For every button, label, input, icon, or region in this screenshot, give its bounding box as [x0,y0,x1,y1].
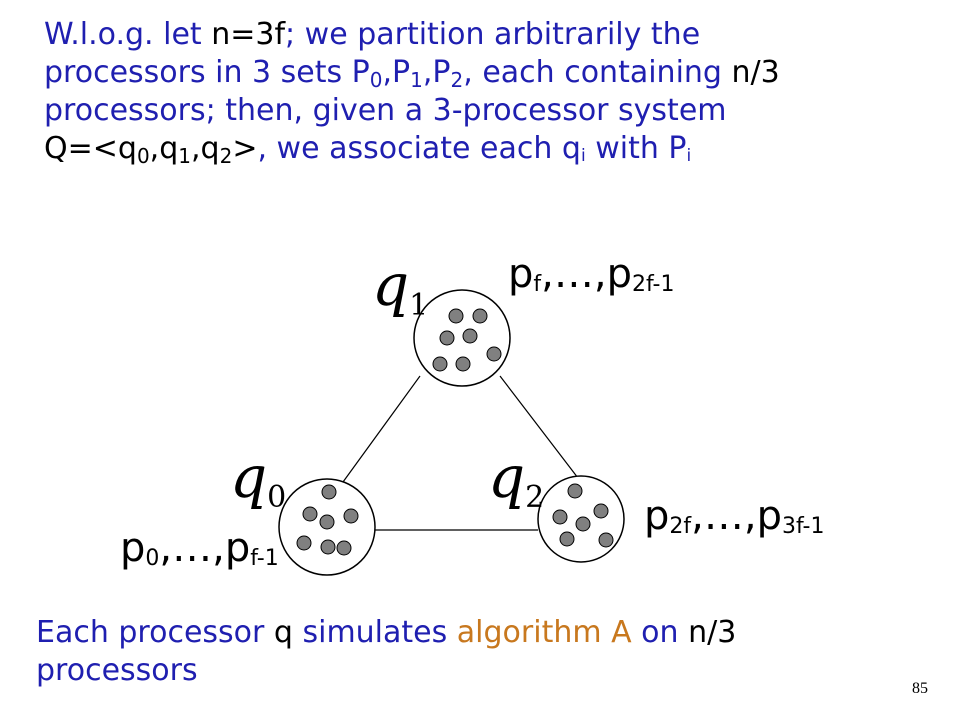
q2-p-s1: 2f [669,514,692,539]
dots-q2 [552,483,614,548]
intro-text: W.l.o.g. let n=3f; we partition arbitrar… [44,16,944,168]
intro-text-d: ,P [382,55,411,90]
intro-text-c: processors in 3 sets P [44,55,370,90]
q0-p-s2: f-1 [250,546,279,571]
q1-p-s2: 2f-1 [631,272,675,297]
footer-n3: n/3 [688,615,737,650]
q2-p-s2: 3f-1 [781,514,825,539]
sub-0: 0 [369,68,383,92]
dots-q0 [296,484,359,556]
footer-b: simulates [292,615,457,650]
intro-q-close: > [232,131,258,166]
sub-q0: 0 [136,144,150,168]
footer-a: Each processor [36,615,274,650]
intro-n-3f: n=3f [211,17,286,52]
q1-letter: q [372,251,410,319]
processor-dot [455,356,471,372]
q0-p-s1: 0 [145,546,160,571]
intro-text-g: , we associate each q [257,131,581,166]
processor-dot [448,308,464,324]
q0-sub: 0 [267,480,287,515]
footer-line-1: Each processor q simulates algorithm A o… [36,614,916,652]
processor-dot [472,308,488,324]
intro-text-f: , each containing [463,55,732,90]
processor-dot [320,539,336,555]
label-q1: q1 [372,256,428,321]
processor-dot [432,356,448,372]
processor-dot [552,509,568,525]
edge-q1-q2 [499,375,579,479]
q2-p-mid: ,…,p [691,493,782,539]
q0-p-mid: ,…,p [159,525,251,571]
q2-p-a: p [644,493,670,539]
intro-line-3: processors; then, given a 3-processor sy… [44,93,727,128]
intro-text-b: ; we partition arbitrarily the [285,17,701,52]
processor-dot [319,514,335,530]
plabel-q1: pf,…,p2f-1 [508,251,675,297]
processor-dot [462,328,478,344]
processor-dot [343,508,359,524]
intro-q-set: Q=<q [44,131,137,166]
q1-p-mid: ,…,p [541,251,632,297]
sub-2: 2 [450,68,464,92]
processor-dot [321,484,337,500]
intro-line-1: W.l.o.g. let n=3f; we partition arbitrar… [44,16,944,54]
intro-n-3: n/3 [731,55,780,90]
intro-text-h: with P [585,131,687,166]
q1-p-s1: f [533,272,542,297]
footer-q: q [273,615,293,650]
node-q1 [413,289,511,387]
processor-dot [296,535,312,551]
processor-dot [593,503,609,519]
processor-dot [302,506,318,522]
q1-sub: 1 [409,288,429,323]
label-q2: q2 [488,448,544,513]
processor-dot [598,532,614,548]
edge-q1-q0 [342,375,421,483]
plabel-q2: p2f,…,p3f-1 [644,493,825,539]
processor-dot [575,516,591,532]
sub-1: 1 [410,68,423,92]
footer-algorithm: algorithm A [456,615,632,650]
q0-p-a: p [120,525,146,571]
plabel-q0: p0,…,pf-1 [120,525,279,571]
page-number: 85 [912,680,928,697]
sub-i2: i [686,146,692,166]
intro-text-e: ,P [422,55,451,90]
sub-q2: 2 [219,144,233,168]
label-q0: q0 [230,448,286,513]
sub-q1: 1 [178,144,191,168]
q1-p-a: p [508,251,534,297]
processor-dot [486,346,502,362]
intro-line-4: Q=<q0,q1,q2>, we associate each qi with … [44,130,944,168]
q2-sub: 2 [525,480,545,515]
q0-letter: q [230,443,268,511]
processor-dot [439,330,455,346]
dots-q1 [432,308,502,372]
intro-q-c1: ,q [149,131,179,166]
processor-dot [336,540,352,556]
footer-line-2: processors [36,653,198,688]
intro-line-2: processors in 3 sets P0,P1,P2, each cont… [44,54,944,92]
processor-dot [559,531,575,547]
intro-text-a: W.l.o.g. let [44,17,212,52]
sub-i: i [580,146,586,166]
q2-letter: q [488,443,526,511]
footer-text: Each processor q simulates algorithm A o… [36,614,916,690]
intro-q-c2: ,q [191,131,220,166]
processor-dot [567,483,583,499]
footer-c: on [631,615,689,650]
